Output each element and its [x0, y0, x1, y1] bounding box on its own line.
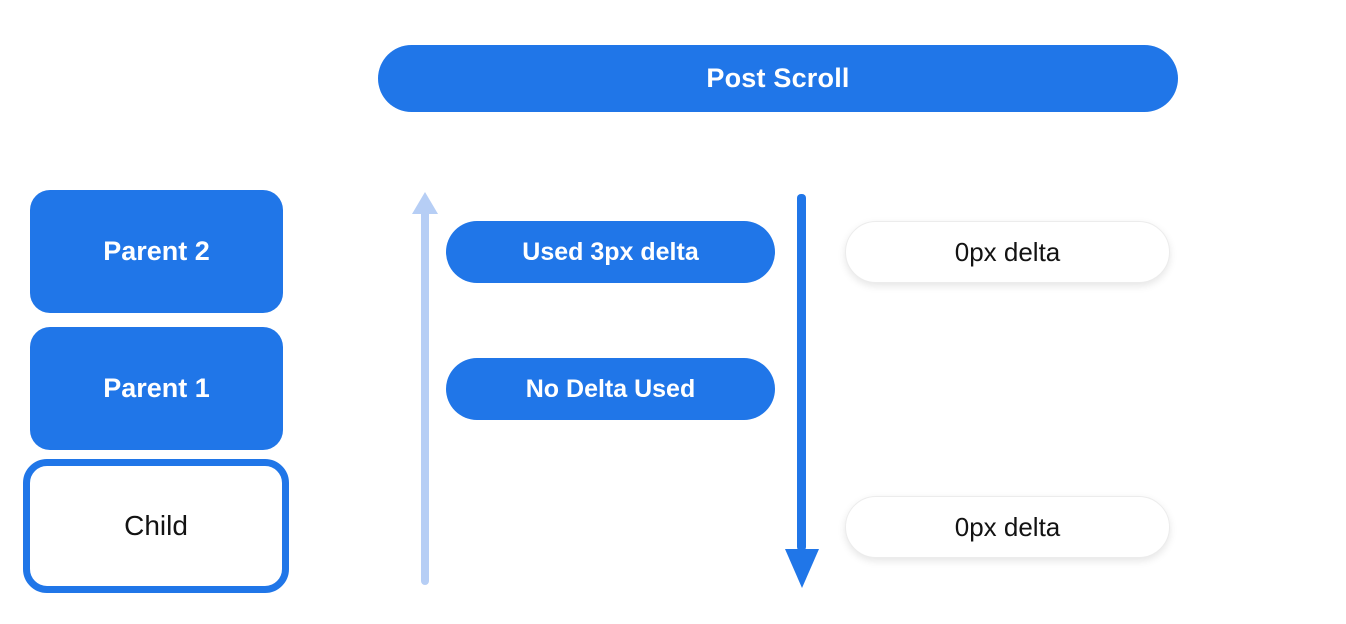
- post-scroll-title: Post Scroll: [706, 63, 850, 93]
- down-arrow-icon: [785, 549, 819, 588]
- down-arrow-line: [797, 194, 806, 551]
- parent-2-label: Parent 2: [103, 236, 210, 266]
- up-arrow-line: [421, 210, 429, 585]
- parent-2-box: Parent 2: [30, 190, 283, 313]
- zero-delta-top-label: 0px delta: [954, 236, 1061, 267]
- up-arrow-icon: [412, 192, 438, 214]
- used-delta-pill: Used 3px delta: [446, 221, 775, 283]
- no-delta-pill: No Delta Used: [446, 358, 775, 420]
- no-delta-label: No Delta Used: [525, 374, 696, 403]
- used-delta-label: Used 3px delta: [522, 237, 699, 266]
- child-box: Child: [23, 459, 289, 593]
- post-scroll-header-pill: Post Scroll: [378, 45, 1178, 112]
- zero-delta-bottom-label: 0px delta: [954, 511, 1061, 542]
- parent-1-box: Parent 1: [30, 327, 283, 450]
- zero-delta-top-pill: 0px delta: [845, 221, 1170, 283]
- parent-1-label: Parent 1: [103, 373, 210, 403]
- zero-delta-bottom-pill: 0px delta: [845, 496, 1170, 558]
- child-label: Child: [124, 510, 188, 541]
